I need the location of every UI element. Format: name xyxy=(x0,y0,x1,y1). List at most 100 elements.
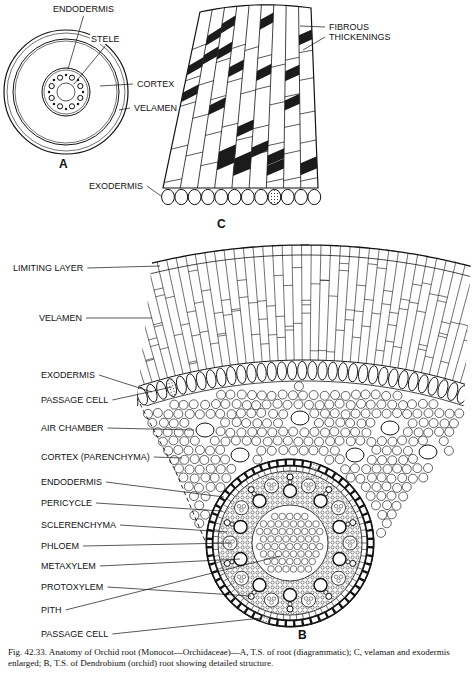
velamen-wall xyxy=(274,275,283,276)
cell-wall xyxy=(241,90,256,94)
parenchyma-cell xyxy=(269,409,278,418)
parenchyma-cell xyxy=(366,418,375,427)
layer-boundary xyxy=(84,255,474,294)
velamen-wall xyxy=(399,308,408,309)
pith-cell xyxy=(279,558,286,565)
part-label: ENDODERMIS xyxy=(40,477,103,487)
parenchyma-cell xyxy=(429,419,438,428)
parenchyma-cell xyxy=(445,427,454,436)
parenchyma-cell xyxy=(310,427,319,436)
parenchyma-cell xyxy=(180,455,189,464)
parenchyma-cell xyxy=(231,436,240,445)
metaxylem-vessel xyxy=(333,553,346,566)
exodermis-cell xyxy=(202,189,215,204)
parenchyma-cell xyxy=(382,409,391,418)
pith-cell xyxy=(298,536,305,543)
pericycle-wall xyxy=(349,584,353,587)
parenchyma-cell xyxy=(413,464,422,473)
parenchyma-cell xyxy=(257,391,266,400)
velamen-wall xyxy=(414,258,437,371)
pith-cell xyxy=(283,551,290,558)
parenchyma-cell xyxy=(335,436,344,445)
velamen-wall xyxy=(459,323,468,325)
parenchyma-cell xyxy=(148,418,157,427)
parenchyma-cell xyxy=(439,437,448,446)
cell-wall xyxy=(199,81,214,86)
metaxylem-vessel xyxy=(253,579,266,592)
parenchyma-cell xyxy=(195,446,204,455)
velamen-wall xyxy=(166,296,175,298)
parenchyma-cell xyxy=(325,455,334,464)
exodermis-cell xyxy=(455,384,469,404)
pericycle-wall xyxy=(270,469,271,474)
velamen-wall xyxy=(156,295,165,297)
pericycle-wall xyxy=(331,480,334,484)
pith-cell xyxy=(305,521,312,528)
cell-wall xyxy=(284,151,300,154)
parenchyma-cell xyxy=(190,511,199,520)
parenchyma-cell xyxy=(402,482,411,491)
parenchyma-cell xyxy=(185,410,194,419)
exodermis-cell xyxy=(387,368,399,388)
phloem-patch xyxy=(332,501,346,515)
velamen-wall xyxy=(125,287,134,290)
parenchyma-cell xyxy=(190,455,199,464)
velamen-wall xyxy=(176,258,199,371)
parenchyma-cell xyxy=(294,400,303,409)
parenchyma-cell xyxy=(335,455,344,464)
velamen-wall xyxy=(368,264,377,265)
parenchyma-cell xyxy=(331,390,340,399)
pericycle-wall xyxy=(241,484,244,488)
pericycle-wall xyxy=(276,614,278,619)
parenchyma-cell xyxy=(164,446,173,455)
sieve-cell xyxy=(334,575,338,579)
velamen-wall xyxy=(154,288,163,290)
velamen-wall xyxy=(390,312,399,313)
exodermis-cell xyxy=(308,361,317,380)
pericycle-wall xyxy=(257,473,259,478)
fibrous-thickening xyxy=(218,144,236,161)
exodermis-cell xyxy=(358,364,369,383)
parenchyma-cell xyxy=(248,391,257,400)
velamen-wall xyxy=(200,331,208,332)
parenchyma-cell xyxy=(268,428,277,437)
parenchyma-cell xyxy=(321,428,330,437)
cell-wall xyxy=(300,111,315,114)
velamen-wall xyxy=(425,356,433,358)
sieve-cell xyxy=(337,508,341,512)
pith-cell xyxy=(271,543,278,550)
parenchyma-cell xyxy=(315,437,324,446)
cell-wall xyxy=(232,44,246,48)
velamen-wall xyxy=(263,246,270,361)
xylem-dot xyxy=(69,104,74,109)
exodermis-cell xyxy=(188,189,201,204)
leader-line xyxy=(107,587,251,596)
exodermis-cell xyxy=(241,189,254,204)
parenchyma-cell xyxy=(387,510,396,519)
cell-wall xyxy=(228,78,243,82)
parenchyma-cell xyxy=(242,436,251,445)
cortex-boundary xyxy=(140,404,206,543)
leader-line xyxy=(300,26,325,27)
metaxylem-vessel xyxy=(333,520,346,533)
parenchyma-cell xyxy=(310,409,319,418)
parenchyma-cell xyxy=(174,445,183,454)
pericycle-wall xyxy=(290,466,291,471)
metaxylem-vessel xyxy=(314,494,327,507)
cell-wall xyxy=(171,145,188,149)
velamen-wall xyxy=(205,253,223,367)
velamen-wall xyxy=(146,359,154,361)
fibrous-thickening xyxy=(267,159,284,176)
pericycle-wall xyxy=(345,589,349,592)
cell-wall xyxy=(236,137,252,141)
leader-line xyxy=(147,186,161,196)
parenchyma-cell xyxy=(227,410,236,419)
parenchyma-cell xyxy=(273,436,282,445)
pericycle-wall xyxy=(352,579,356,582)
parenchyma-cell xyxy=(366,491,375,500)
parenchyma-cell xyxy=(174,409,183,418)
endodermis-cell xyxy=(294,620,302,627)
pericycle-wall xyxy=(227,584,231,587)
